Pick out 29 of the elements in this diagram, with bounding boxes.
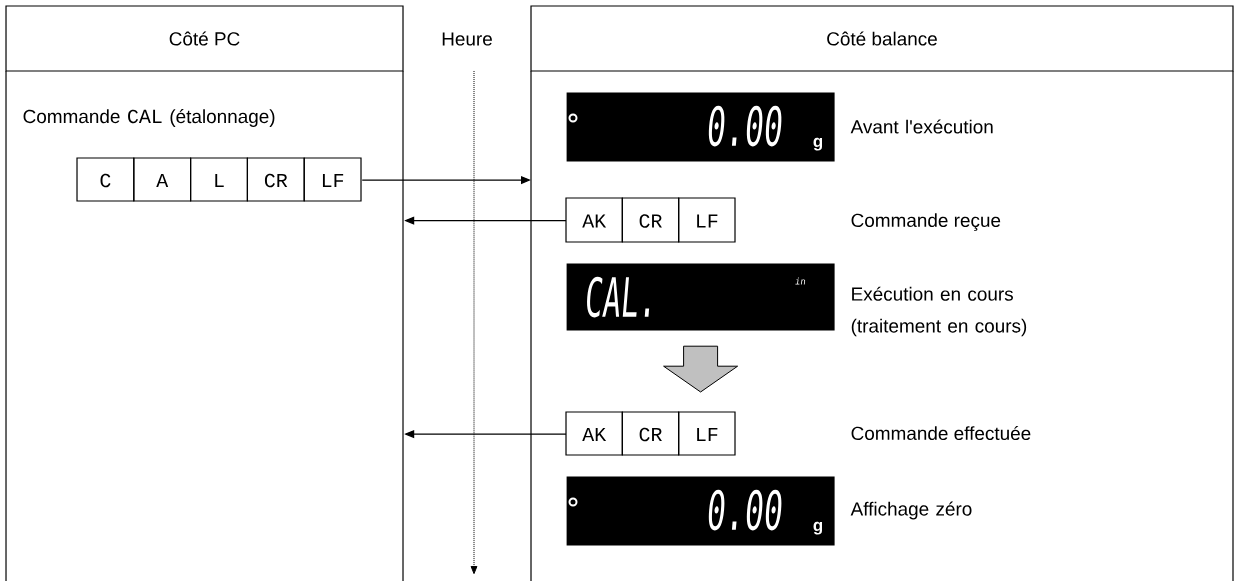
axis-label: Heure xyxy=(442,32,492,46)
code-cell: L xyxy=(190,157,248,202)
block-arrow xyxy=(663,345,739,393)
status-text: Exécution en cours (traitement en cours) xyxy=(851,286,1027,337)
code-cell: LF xyxy=(303,157,362,202)
display-digits: 0.00 xyxy=(708,105,782,147)
code-cell: AK xyxy=(565,411,623,456)
unit-text: g xyxy=(813,521,823,535)
code-cell: CR xyxy=(621,411,680,456)
heading-text: Commande xyxy=(23,109,120,124)
code-cell: A xyxy=(133,157,192,202)
code-cell: CR xyxy=(621,197,680,243)
code-cell: LF xyxy=(678,411,736,456)
unit-text: g xyxy=(813,137,823,151)
heading-text: CAL xyxy=(128,109,162,124)
header-cell: Côté PC xyxy=(5,5,404,72)
code-cell: CR xyxy=(246,157,305,202)
display-digits: 0.00 xyxy=(708,489,782,531)
code-cell: C xyxy=(76,157,135,202)
code-cell: LF xyxy=(678,197,736,243)
status-text: Commande effectuée xyxy=(851,425,1031,441)
heading-text: (étalonnage) xyxy=(170,109,275,127)
header-cell: Côté balance xyxy=(530,5,1234,72)
display-digits: CAL. xyxy=(587,276,650,318)
status-text: Commande reçue xyxy=(851,213,1001,231)
mode-indicator: in xyxy=(795,277,806,285)
status-text: Avant l'exécution xyxy=(850,119,993,134)
status-text: Affichage zéro xyxy=(850,501,972,520)
code-cell: AK xyxy=(565,197,623,243)
